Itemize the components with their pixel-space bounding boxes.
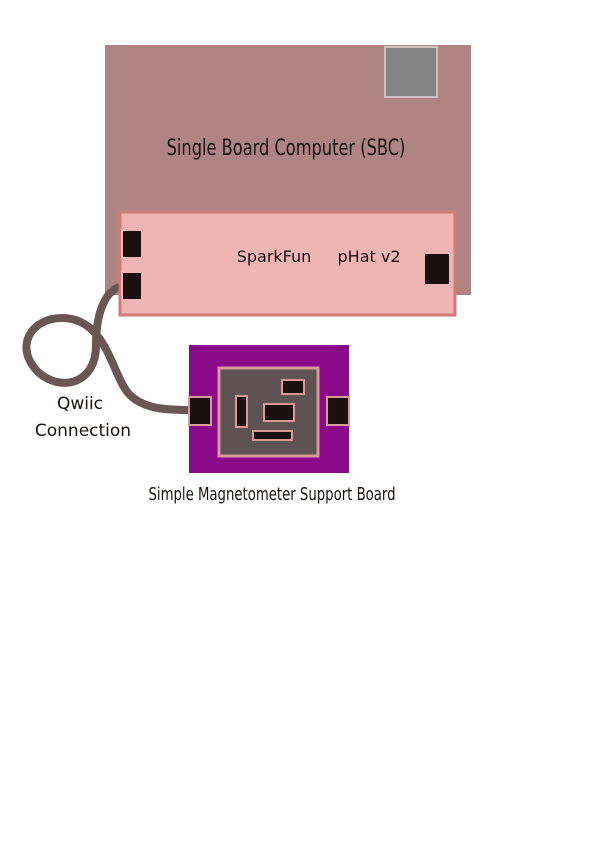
mag-connector-left — [188, 396, 212, 426]
magnetometer-label: Simple Magnetometer Support Board — [148, 484, 395, 505]
mag-component-3 — [263, 403, 295, 422]
qwiic-label-line2: Connection — [35, 421, 131, 441]
mag-connector-right — [326, 396, 350, 426]
sbc-chip — [384, 46, 438, 98]
mag-component-2 — [235, 395, 248, 428]
phat-connector-bottom-left — [121, 271, 143, 301]
phat-connector-top-left — [121, 229, 143, 259]
mag-component-1 — [281, 379, 305, 395]
phat-brand-label: SparkFun — [237, 247, 312, 266]
phat-board — [118, 210, 457, 317]
qwiic-cable — [22, 282, 196, 414]
sbc-label: Single Board Computer (SBC) — [167, 134, 406, 160]
phat-connector-right — [423, 252, 451, 286]
qwiic-label-line1: Qwiic — [57, 394, 103, 414]
phat-model-label: pHat v2 — [338, 247, 401, 266]
mag-component-4 — [252, 430, 293, 441]
